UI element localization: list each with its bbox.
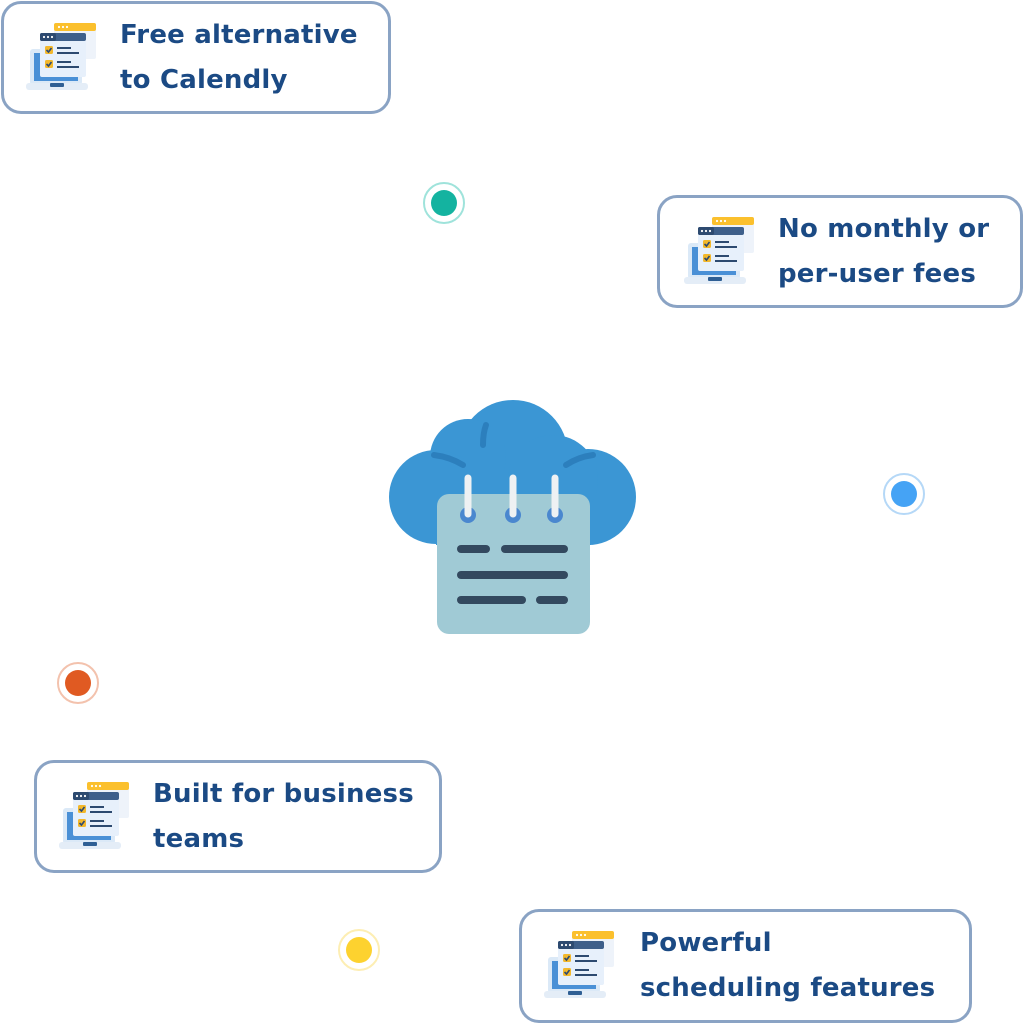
feature-label: Powerful scheduling features [640,928,936,1003]
checklist-laptop-icon [682,215,756,289]
feature-card-business-teams: Built for business teams [34,760,442,873]
dot-core [346,937,372,963]
feature-card-no-fees: No monthly or per-user fees [657,195,1023,308]
dot-core [891,481,917,507]
checklist-laptop-icon [57,780,131,854]
checklist-laptop-icon [542,929,616,1003]
dot-core [65,670,91,696]
dot-core [431,190,457,216]
feature-card-scheduling-features: Powerful scheduling features [519,909,972,1023]
decorative-dot-blue [883,473,925,515]
feature-label: No monthly or per-user fees [778,213,990,289]
feature-label: Built for business teams [153,778,414,854]
decorative-dot-yellow [338,929,380,971]
decorative-dot-teal [423,182,465,224]
cloud-calendar-icon [389,400,636,634]
decorative-dot-orange [57,662,99,704]
feature-card-free-alternative: Free alternative to Calendly [1,1,391,114]
checklist-laptop-icon [24,21,98,95]
feature-label: Free alternative to Calendly [120,19,358,95]
